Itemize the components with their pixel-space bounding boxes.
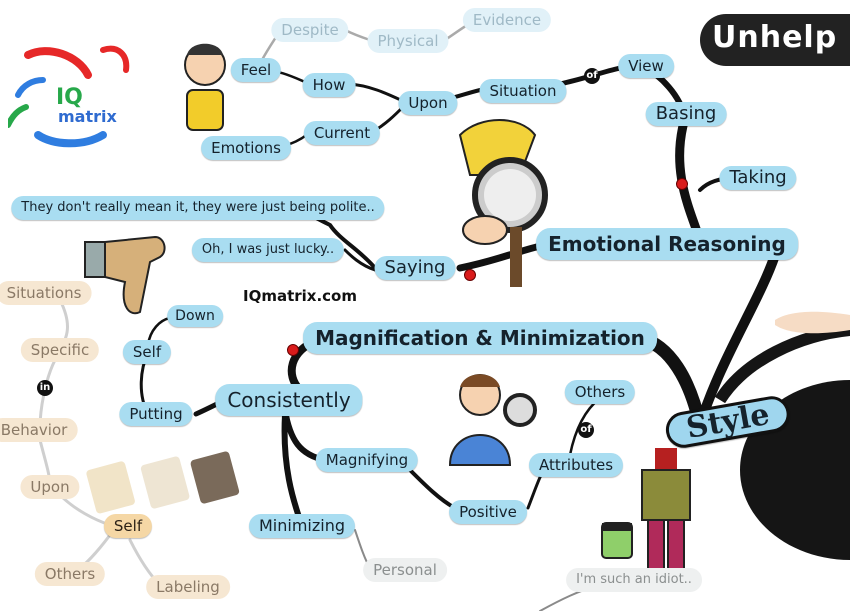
headless-man-illustration [641,448,691,571]
node-current[interactable]: Current [303,121,381,145]
logo-swoosh-graphic [5,45,130,148]
node-situations[interactable]: Situations [0,281,92,305]
link-style-emotional [695,250,780,430]
node-quote-polite[interactable]: They don't really mean it, they were jus… [11,196,385,220]
node-magnifying[interactable]: Magnifying [315,448,419,472]
expand-marker-consistently[interactable] [287,344,299,356]
node-others-left[interactable]: Others [34,562,106,586]
connector-of-others: of [578,422,594,438]
boy-with-magnifier-illustration [448,374,537,466]
node-behavior[interactable]: Behavior [0,418,78,442]
node-feel[interactable]: Feel [230,58,282,82]
link-upon-how [346,82,407,104]
connector-in-behavior: in [37,380,53,396]
magnifying-glass-man-illustration [458,119,548,287]
node-taking[interactable]: Taking [719,166,797,190]
node-emotions[interactable]: Emotions [201,136,291,160]
banner-text: Unhelp [712,20,838,55]
node-quote-lucky[interactable]: Oh, I was just lucky.. [191,238,345,262]
pointing-hand-illustration [775,311,850,334]
link-magnifying-positive [408,468,457,510]
node-how[interactable]: How [302,73,356,97]
node-positive[interactable]: Positive [449,500,527,524]
node-basing[interactable]: Basing [645,102,727,126]
link-saying-lucky [343,248,377,272]
iqmatrix-logo: IQ matrix [5,35,138,155]
node-labeling[interactable]: Labeling [146,575,230,599]
node-specific[interactable]: Specific [20,338,100,362]
node-self-upper[interactable]: Self [122,340,172,364]
frankenstein-head-illustration [601,522,633,559]
node-down[interactable]: Down [167,305,223,327]
node-upon[interactable]: Upon [398,91,458,115]
node-personal[interactable]: Personal [363,558,447,582]
recycle-tags-illustration [86,451,240,514]
node-upon-left[interactable]: Upon [20,475,80,499]
node-consistently[interactable]: Consistently [215,384,363,416]
thumbs-down-icon [84,235,166,315]
node-minimizing[interactable]: Minimizing [248,514,356,538]
link-physical-despite [343,28,372,42]
site-label: IQmatrix.com [243,287,357,305]
node-self-left[interactable]: Self [103,514,153,538]
logo-iq: IQ [56,85,83,110]
expand-marker-saying[interactable] [464,269,476,281]
node-magnification-minimization[interactable]: Magnification & Minimization [303,322,657,354]
node-physical[interactable]: Physical [367,29,449,53]
link-right-edge [714,324,850,404]
node-evidence[interactable]: Evidence [462,8,552,32]
connector-of-view: of [584,68,600,84]
node-attributes[interactable]: Attributes [528,453,624,477]
node-emotional-reasoning[interactable]: Emotional Reasoning [536,228,798,260]
node-putting[interactable]: Putting [119,402,193,426]
node-situation[interactable]: Situation [479,79,567,103]
node-despite[interactable]: Despite [271,18,349,42]
node-view[interactable]: View [618,54,674,78]
node-others-right[interactable]: Others [564,380,636,404]
expand-marker-emotional[interactable] [676,178,688,190]
logo-matrix: matrix [58,107,117,126]
node-quote-idiot[interactable]: I'm such an idiot.. [566,568,702,592]
node-saying[interactable]: Saying [374,256,456,280]
confused-boy-illustration [184,43,226,131]
section-banner: Unhelp [700,14,850,66]
